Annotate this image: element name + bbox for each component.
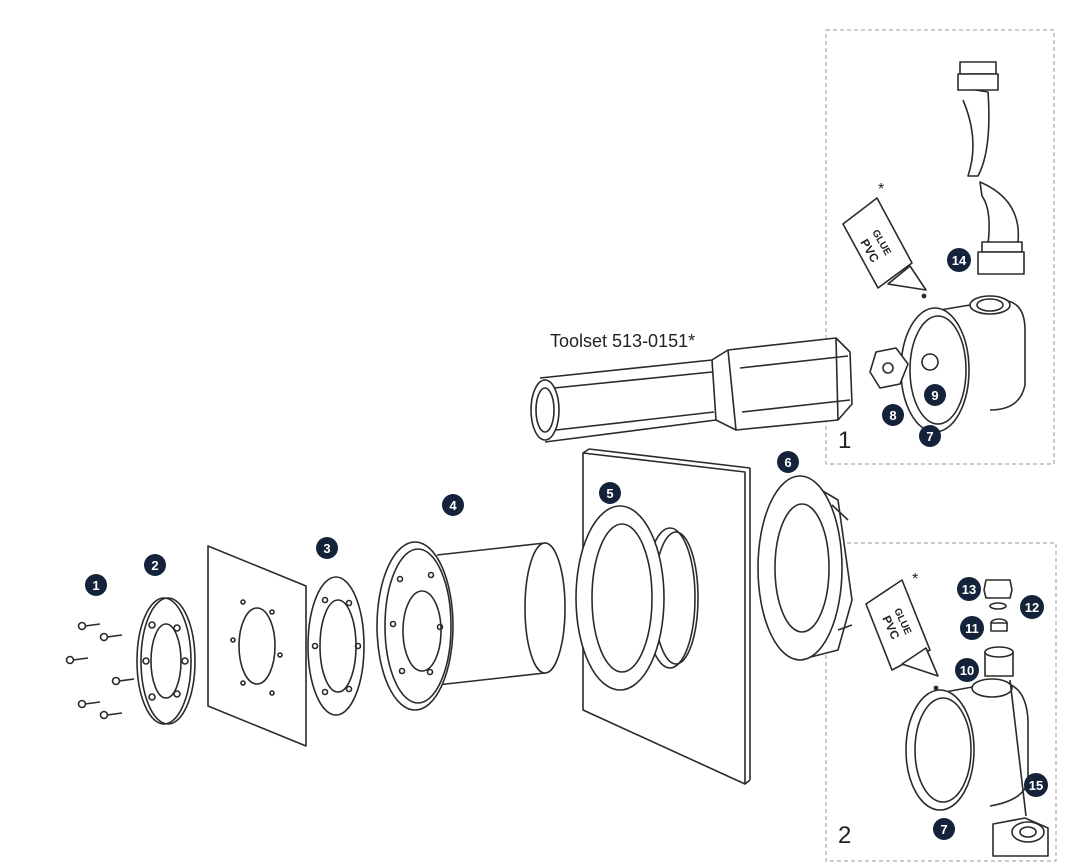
callout-part-15: 15 <box>1024 773 1048 797</box>
svg-text:1: 1 <box>92 578 99 593</box>
inset-1-border <box>825 29 1055 465</box>
svg-text:6: 6 <box>784 455 791 470</box>
flange-ring-part-2 <box>136 597 196 725</box>
elbow-assembly-inset-2 <box>905 579 1029 817</box>
svg-text:4: 4 <box>449 498 457 513</box>
glue-bottle-inset-1 <box>842 197 927 299</box>
screws-part-1 <box>65 621 135 720</box>
callout-part-11: 11 <box>960 616 984 640</box>
inset-2-border <box>825 542 1057 862</box>
svg-text:14: 14 <box>952 253 967 268</box>
callout-part-8: 8 <box>882 404 904 426</box>
gasket-sheet <box>207 545 307 747</box>
svg-text:10: 10 <box>960 663 974 678</box>
svg-text:11: 11 <box>965 621 979 636</box>
svg-text:8: 8 <box>889 408 896 423</box>
svg-text:9: 9 <box>931 388 938 403</box>
callout-part-1: 1 <box>85 574 107 596</box>
sleeve-housing-part-4 <box>376 541 566 711</box>
asterisk-inset-1: * <box>878 181 884 198</box>
seal-ring-part-5 <box>575 505 699 691</box>
svg-text:13: 13 <box>962 582 976 597</box>
callout-part-2: 2 <box>144 554 166 576</box>
svg-text:15: 15 <box>1029 778 1043 793</box>
svg-text:3: 3 <box>323 541 330 556</box>
callout-part-4: 4 <box>442 494 464 516</box>
glue-bottle-inset-2 <box>865 579 939 691</box>
hose-part-14 <box>957 61 1025 275</box>
inset-1-label: 1 <box>838 427 851 454</box>
svg-text:2: 2 <box>151 558 158 573</box>
callout-part-7-inset-1: 7 <box>919 425 941 447</box>
gasket-ring-part-3 <box>307 576 365 716</box>
faceplate-ring-part-6 <box>757 475 853 661</box>
svg-text:5: 5 <box>606 486 613 501</box>
toolset-wrench <box>530 337 853 443</box>
callout-part-7-inset-2: 7 <box>933 818 955 840</box>
elbow-assembly-inset-1 <box>869 295 1026 433</box>
asterisk-inset-2: * <box>912 571 918 588</box>
svg-text:12: 12 <box>1025 600 1039 615</box>
callout-part-10: 10 <box>955 658 979 682</box>
callout-part-13: 13 <box>957 577 981 601</box>
callout-part-5: 5 <box>599 482 621 504</box>
inset-2-label: 2 <box>838 822 851 849</box>
tape-roll-part-15 <box>992 817 1049 857</box>
svg-text:7: 7 <box>940 822 947 837</box>
callout-part-6: 6 <box>777 451 799 473</box>
callout-part-14: 14 <box>947 248 971 272</box>
callout-part-12: 12 <box>1020 595 1044 619</box>
svg-text:7: 7 <box>926 429 933 444</box>
callout-part-9: 9 <box>924 384 946 406</box>
callout-part-3: 3 <box>316 537 338 559</box>
toolset-label: Toolset 513-0151* <box>550 331 695 351</box>
